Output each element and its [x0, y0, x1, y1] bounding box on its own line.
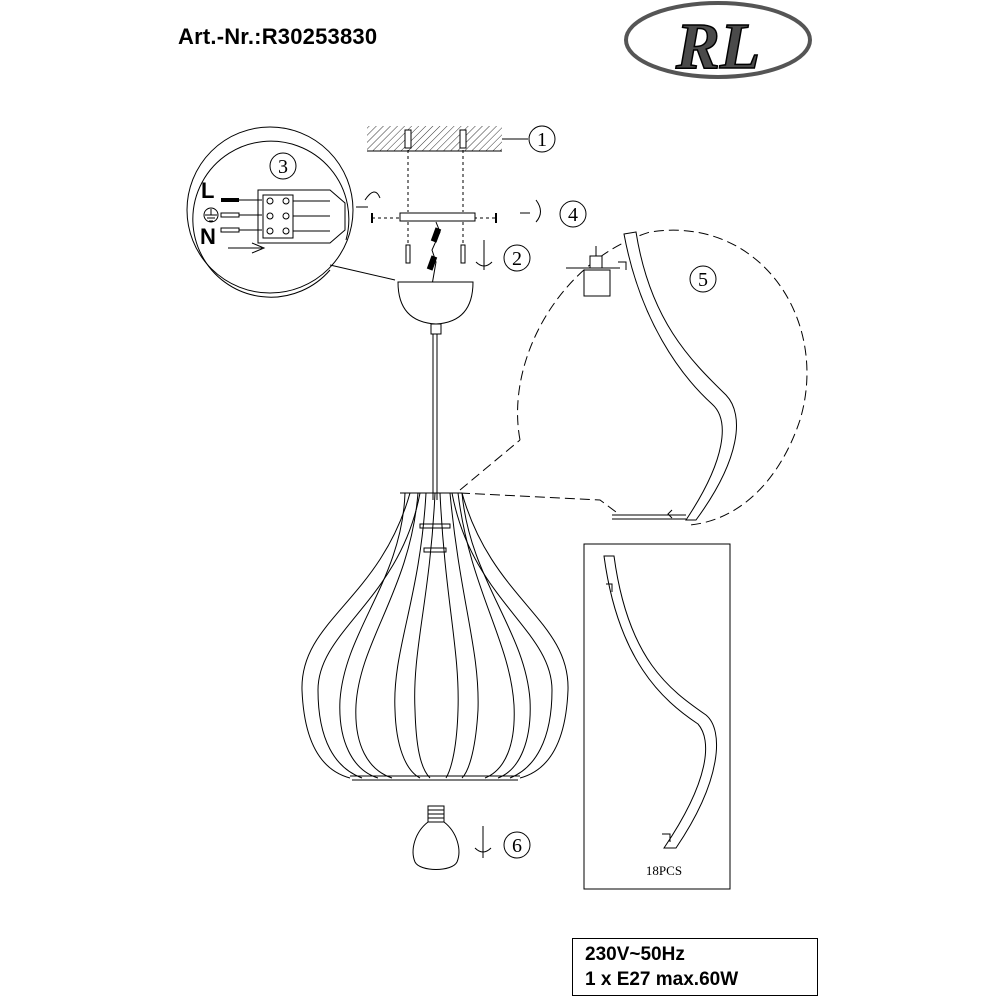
brand-logo: RL [624, 1, 812, 84]
mounting-bracket [356, 191, 541, 286]
callout-4: 4 [559, 200, 587, 228]
logo-text: RL [675, 10, 760, 83]
wiring-detail: L N [186, 126, 396, 298]
live-label: L [201, 178, 214, 203]
parts-box: 18PCS [583, 543, 731, 890]
svg-text:2: 2 [512, 248, 522, 270]
svg-text:4: 4 [568, 204, 578, 226]
earth-ground-icon [203, 207, 219, 223]
ceiling [367, 126, 528, 212]
svg-text:5: 5 [698, 269, 708, 291]
voltage-spec: 230V~50Hz [585, 944, 685, 965]
slat-attachment-detail [459, 229, 808, 526]
callout-2: 2 [503, 244, 531, 272]
article-number: Art.-Nr.:R30253830 [178, 24, 378, 49]
callout-5: 5 [689, 265, 717, 293]
svg-text:6: 6 [512, 835, 522, 857]
parts-quantity-label: 18PCS [646, 863, 682, 878]
neutral-label: N [200, 224, 216, 249]
specifications-box: 230V~50Hz 1 x E27 max.60W [572, 938, 818, 996]
bulb-spec: 1 x E27 max.60W [585, 969, 739, 990]
svg-text:3: 3 [278, 156, 288, 178]
svg-text:1: 1 [537, 129, 547, 151]
callout-3: 3 [269, 152, 297, 180]
callout-6: 6 [503, 831, 531, 859]
canopy [397, 281, 474, 500]
lamp-shade [301, 492, 569, 781]
light-bulb [412, 805, 492, 870]
callout-1: 1 [528, 125, 556, 153]
